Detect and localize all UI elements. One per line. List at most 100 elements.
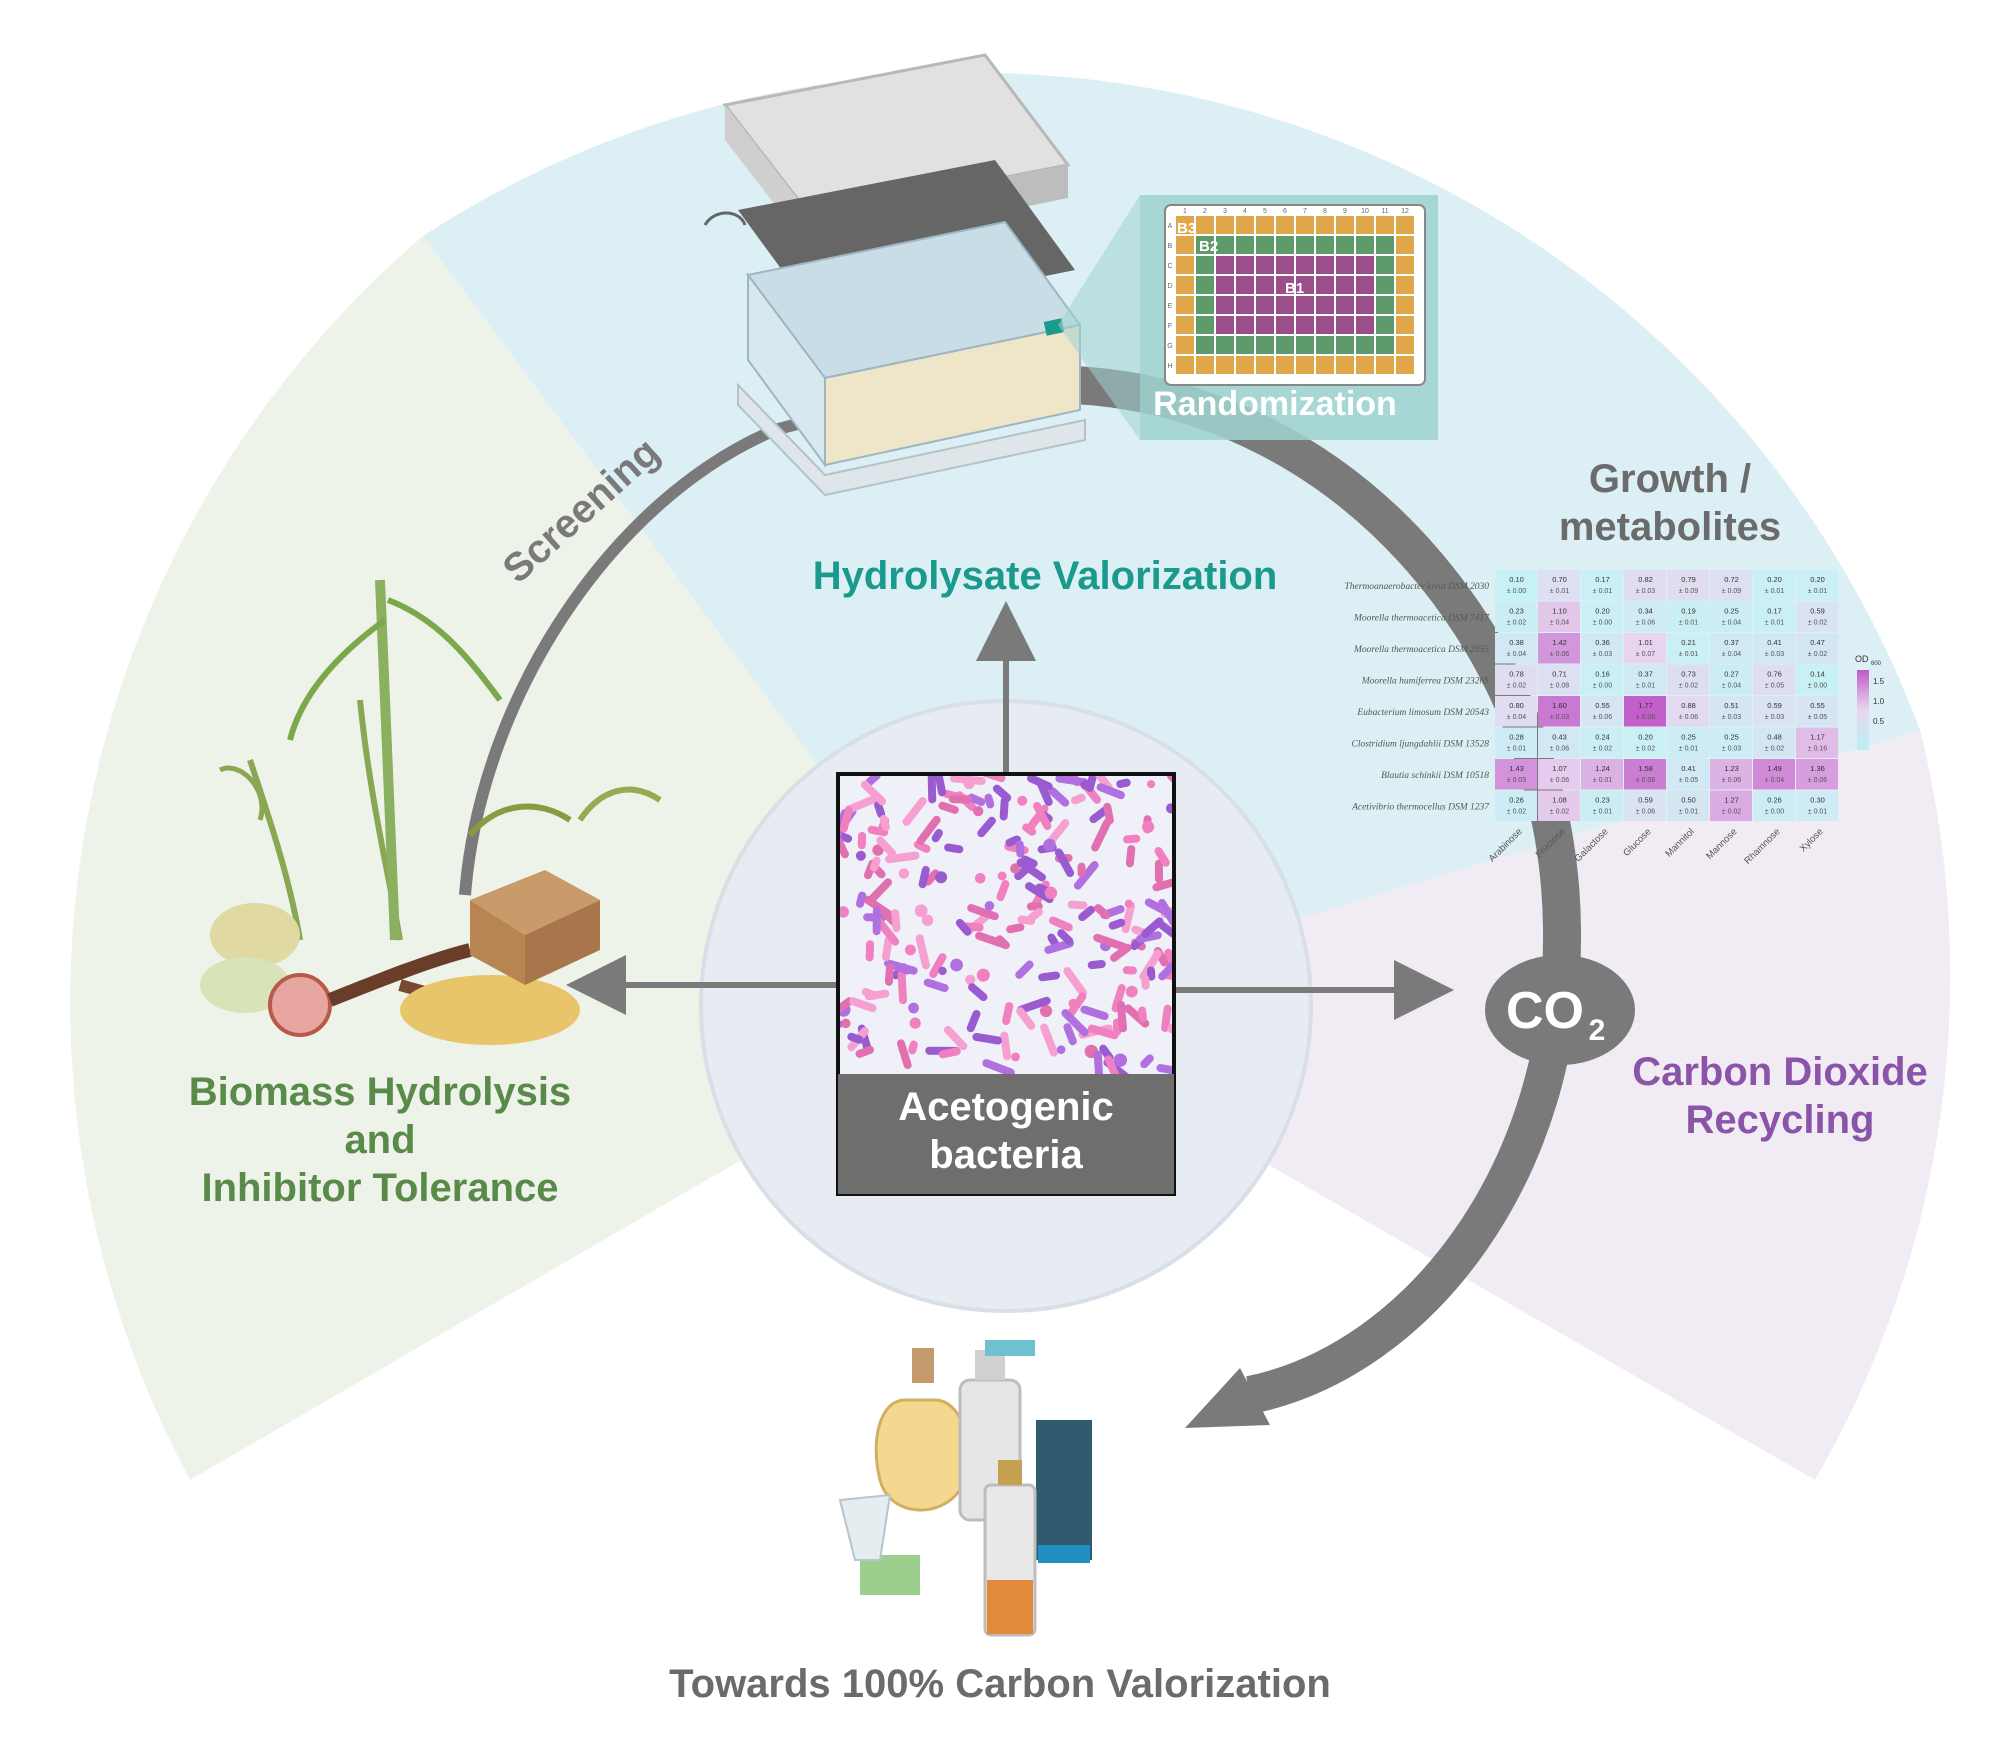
bacterium-coccus xyxy=(976,968,990,982)
bacterium-rod xyxy=(1055,774,1089,787)
bacterium-rod xyxy=(1000,1031,1011,1061)
heatmap-legend-bar xyxy=(1857,670,1869,750)
bacterium-rod xyxy=(984,793,995,809)
bacterium-rod xyxy=(884,963,894,986)
bacterium-rod xyxy=(1144,898,1174,920)
plate-column-label: 9 xyxy=(1343,208,1347,215)
bacterium-coccus xyxy=(1056,1045,1066,1055)
plate-well xyxy=(1176,276,1194,294)
heatmap-cell xyxy=(1667,570,1709,601)
plate-well xyxy=(1336,296,1354,314)
heatmap-cell-value: 0.59 xyxy=(1810,607,1825,616)
bacterium-rod xyxy=(1140,1054,1154,1069)
plate-well xyxy=(1276,256,1294,274)
bacterium-rod xyxy=(1078,905,1096,922)
plate-well xyxy=(1356,236,1374,254)
plate-well xyxy=(1296,296,1314,314)
heatmap-cell-value: 0.25 xyxy=(1724,733,1739,742)
bacterium-rod xyxy=(857,831,867,850)
heatmap-cell-sd: ± 0.06 xyxy=(1679,714,1699,721)
plate-well xyxy=(1176,316,1194,334)
bacterium-rod xyxy=(855,1045,875,1058)
bacterium-rod xyxy=(1087,1024,1119,1040)
heatmap-cell-value: 0.20 xyxy=(1767,575,1782,584)
heatmap-species-label: Clostridium ljungdahlii DSM 13528 xyxy=(1352,739,1490,749)
heatmap-cell-sd: ± 0.06 xyxy=(1636,714,1656,721)
bacterium-rod xyxy=(1123,834,1141,844)
heatmap-cell xyxy=(1667,696,1709,727)
heatmap-cell xyxy=(1581,696,1623,727)
bacterium-rod xyxy=(972,1032,1002,1045)
plate-well xyxy=(1216,216,1234,234)
bacterium-rod xyxy=(1038,971,1061,982)
bacterium-rod xyxy=(1063,1023,1077,1046)
heatmap-cell-sd: ± 0.02 xyxy=(1507,809,1527,816)
bacterium-rod xyxy=(876,836,897,858)
heatmap-cell xyxy=(1710,696,1752,727)
plate-well xyxy=(1296,236,1314,254)
plate-well xyxy=(1296,256,1314,274)
heatmap-cell-value: 0.41 xyxy=(1767,638,1782,647)
heatmap-cell-value: 0.55 xyxy=(1595,701,1610,710)
plate-well xyxy=(1276,316,1294,334)
bacterium-rod xyxy=(1152,877,1174,892)
heatmap-cell-value: 0.43 xyxy=(1552,733,1567,742)
heatmap-cell-value: 1.60 xyxy=(1552,701,1567,710)
heatmap-cell-value: 0.37 xyxy=(1638,670,1653,679)
heatmap-cell xyxy=(1796,790,1838,821)
bacterium-rod xyxy=(879,814,890,832)
bacterium-rod xyxy=(968,983,988,1002)
bacterium-rod xyxy=(1139,949,1162,981)
bacterium-coccus xyxy=(974,872,986,884)
plate-row-label: E xyxy=(1168,303,1173,310)
plate-column-label: 2 xyxy=(1203,208,1207,215)
bacterium-rod xyxy=(1093,1050,1103,1074)
bacterium-rod xyxy=(881,935,893,962)
plate-well xyxy=(1296,316,1314,334)
heatmap-cell-value: 1.42 xyxy=(1552,638,1567,647)
bacterium-rod xyxy=(1067,900,1088,910)
bacterium-rod xyxy=(1033,801,1052,830)
heatmap-cell-sd: ± 0.04 xyxy=(1765,777,1785,784)
bacterium-coccus xyxy=(1124,899,1133,908)
plate-well xyxy=(1376,276,1394,294)
co2-bubble xyxy=(1485,955,1635,1065)
bacterium-rod xyxy=(908,1040,918,1055)
heatmap-cell-sd: ± 0.03 xyxy=(1765,714,1785,721)
plate-column-label: 5 xyxy=(1263,208,1267,215)
plate-well xyxy=(1316,216,1334,234)
microplate-illustration xyxy=(703,53,1086,497)
heatmap-cell xyxy=(1753,790,1795,821)
plate-well xyxy=(1336,276,1354,294)
bacterium-rod xyxy=(982,1059,1015,1074)
bacterium-rod xyxy=(1048,916,1073,932)
heatmap-cell xyxy=(1495,633,1537,664)
plate-well xyxy=(1236,256,1254,274)
acetogenic-label: Acetogenic bacteria xyxy=(838,1083,1174,1179)
bacterium-rod xyxy=(927,774,937,804)
heatmap-legend-tick: 0.5 xyxy=(1873,717,1885,726)
plate-well xyxy=(1236,216,1254,234)
bacterium-rod xyxy=(1125,845,1136,868)
bacterium-coccus xyxy=(855,850,866,861)
plate-well xyxy=(1176,296,1194,314)
bacterium-rod xyxy=(977,816,996,838)
heatmap-species-label: Moorella thermoacetica DSM 7417 xyxy=(1353,613,1490,623)
heatmap-cell-sd: ± 0.02 xyxy=(1593,746,1613,753)
bacterium-rod xyxy=(867,878,892,904)
plate-well xyxy=(1256,296,1274,314)
plate-well xyxy=(1236,296,1254,314)
heatmap-cell-sd: ± 0.08 xyxy=(1636,777,1656,784)
heatmap-cell-sd: ± 0.02 xyxy=(1679,683,1699,690)
bacterium-rod xyxy=(999,796,1009,821)
plate-column-label: 3 xyxy=(1223,208,1227,215)
bacterium-coccus xyxy=(1039,1004,1053,1018)
heatmap-cell-value: 0.80 xyxy=(1509,701,1524,710)
plate-well xyxy=(1376,336,1394,354)
heatmap-cell-value: 0.27 xyxy=(1724,670,1739,679)
heatmap-cell-sd: ± 0.01 xyxy=(1808,588,1828,595)
heatmap-cell xyxy=(1796,727,1838,758)
bacterium-rod xyxy=(996,879,1010,902)
bacterium-coccus xyxy=(997,871,1007,881)
bacterium-rod xyxy=(1138,1006,1147,1022)
